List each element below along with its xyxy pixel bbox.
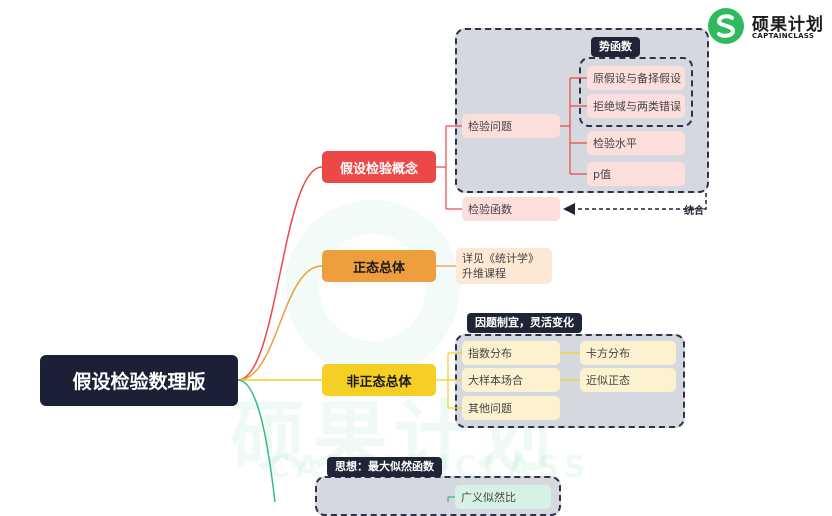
node-null-alternative[interactable]: 原假设与备择假设 — [587, 66, 685, 90]
node-normal-note-text: 详见《统计学》 升维课程 — [462, 251, 539, 281]
root-label: 假设检验数理版 — [72, 371, 206, 393]
node-test-problem[interactable]: 检验问题 — [462, 114, 560, 138]
root-topic[interactable]: 假设检验数理版 — [40, 355, 238, 406]
node-approx-normal[interactable]: 近似正态 — [580, 368, 676, 392]
note-line-2: 升维课程 — [462, 267, 506, 280]
mind-map: 硕果计划 CAPTAINCLASS 势函数 因题制宜，灵活变化 思想：最大似然函… — [40, 6, 828, 516]
link-likelihood-children — [447, 496, 455, 502]
node-large-sample[interactable]: 大样本场合 — [462, 368, 560, 392]
link-root-concept — [237, 166, 323, 381]
branch-label: 非正态总体 — [346, 374, 412, 390]
node-label: 检验水平 — [593, 137, 637, 150]
node-rejection-region[interactable]: 拒绝域与两类错误 — [587, 94, 685, 118]
unify-arrow — [563, 193, 707, 215]
node-significance-level[interactable]: 检验水平 — [587, 131, 685, 155]
node-glr[interactable]: 广义似然比 — [455, 485, 551, 509]
non-normal-tag: 因题制宜，灵活变化 — [467, 313, 582, 333]
link-nonnormal-children — [436, 352, 580, 409]
link-concept-children — [436, 125, 462, 210]
node-label: 检验问题 — [468, 120, 512, 133]
node-p-value[interactable]: p值 — [587, 162, 685, 186]
node-label: 原假设与备择假设 — [593, 72, 681, 85]
node-label: 近似正态 — [586, 374, 630, 387]
likelihood-tag: 思想：最大似然函数 — [327, 457, 442, 477]
note-line-1: 详见《统计学》 — [462, 252, 539, 265]
branch-non-normal-population[interactable]: 非正态总体 — [322, 364, 436, 396]
node-label: 拒绝域与两类错误 — [593, 100, 681, 113]
node-label: 卡方分布 — [586, 347, 630, 360]
link-problem-children — [560, 77, 587, 175]
branch-hypothesis-concept[interactable]: 假设检验概念 — [322, 151, 436, 183]
brand-logo: 硕果计划 CAPTAINCLASS — [706, 6, 828, 46]
logo-title: 硕果计划 — [752, 15, 824, 35]
link-root-normal — [237, 265, 323, 381]
node-test-function[interactable]: 检验函数 — [462, 197, 560, 221]
branch-normal-population[interactable]: 正态总体 — [322, 250, 436, 282]
unify-label: 统合 — [684, 206, 704, 217]
link-root-likelihood — [237, 379, 276, 502]
connector-lines — [237, 77, 707, 502]
node-exponential[interactable]: 指数分布 — [462, 341, 560, 365]
node-label: 大样本场合 — [468, 374, 523, 387]
node-normal-note[interactable]: 详见《统计学》 升维课程 — [456, 248, 552, 284]
branch-label: 正态总体 — [352, 260, 405, 276]
node-label: 广义似然比 — [461, 491, 516, 504]
node-label: 其他问题 — [468, 402, 512, 415]
logo-subtitle: CAPTAINCLASS — [752, 32, 815, 40]
node-label: 指数分布 — [468, 347, 512, 360]
node-label: 检验函数 — [468, 203, 512, 216]
branch-label: 假设检验概念 — [339, 161, 418, 177]
power-function-tag: 势函数 — [591, 37, 640, 57]
logo-mark-icon — [708, 8, 744, 44]
node-label: p值 — [593, 168, 611, 181]
node-other-problems[interactable]: 其他问题 — [462, 396, 560, 420]
node-chi-square[interactable]: 卡方分布 — [580, 341, 676, 365]
